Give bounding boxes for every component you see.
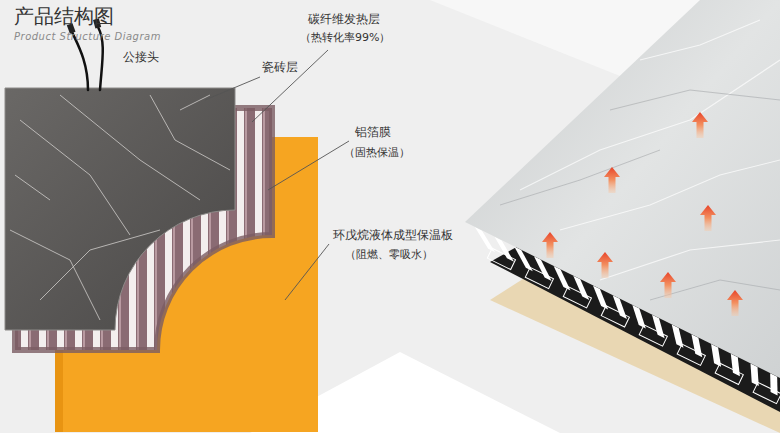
part-note: （固热保温） [344,146,410,159]
part-note: （阻燃、零吸水） [345,248,433,261]
subtitle: Product Structure Diagram [14,31,161,43]
part-label: 铝箔膜 [355,125,391,139]
part-label: 碳纤维发热层 [308,12,380,26]
diagram-title: 产品结构图 [14,4,114,28]
part-note: （热转化率99%） [300,31,390,44]
part-label: 瓷砖层 [262,60,298,74]
part-label: 公接头 [123,50,159,64]
part-label: 环戊烷液体成型保温板 [333,228,453,242]
